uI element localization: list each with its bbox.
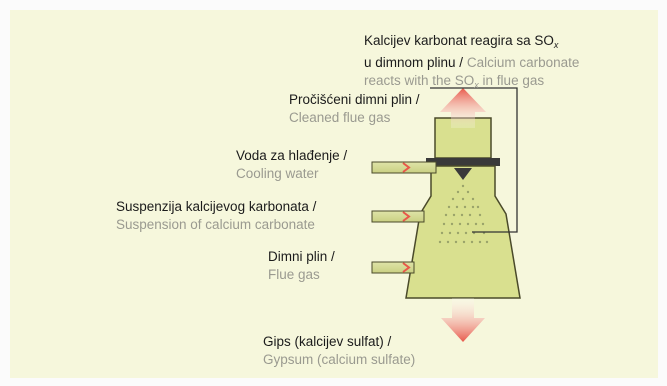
gypsum-label-hr: Gips (kalcijev sulfat) / (263, 334, 392, 349)
diagram-panel (10, 10, 658, 378)
cooling-water-label-hr: Voda za hlađenje / (236, 148, 348, 163)
reaction-label-en-sub: x (474, 80, 479, 90)
flue-gas-label: Dimni plin / Flue gas (268, 248, 335, 284)
cleaned-gas-label-en: Cleaned flue gas (289, 110, 391, 125)
cooling-water-pipe (371, 161, 437, 174)
suspension-label-en: Suspension of calcium carbonate (116, 217, 315, 232)
reaction-label-sub: x (553, 40, 559, 50)
reaction-label-hr-2: u dimnom plinu / (364, 55, 464, 70)
flue-gas-label-hr: Dimni plin / (268, 249, 335, 264)
suspension-label-hr: Suspenzija kalcijevog karbonata / (116, 199, 317, 214)
reaction-label-en: Calcium carbonate (466, 55, 580, 70)
cooling-water-label-en: Cooling water (236, 166, 319, 181)
tower-body (405, 165, 521, 299)
gypsum-label: Gips (kalcijev sulfat) / Gypsum (calcium… (263, 333, 415, 369)
spray-pattern (438, 184, 489, 244)
reaction-label-en-3: in flue gas (478, 73, 545, 88)
flue-gas-pipe (371, 261, 415, 274)
gypsum-arrow (441, 298, 485, 342)
cleaned-gas-arrow (440, 88, 486, 128)
suspension-label: Suspenzija kalcijevog karbonata / Suspen… (116, 198, 316, 234)
reaction-label-en-2: reacts with the SO (364, 73, 475, 88)
reaction-label-hr: Kalcijev karbonat reagira sa SO (364, 33, 554, 48)
suspension-pipe (371, 210, 425, 223)
gypsum-label-en: Gypsum (calcium sulfate) (263, 352, 416, 367)
cooling-water-label: Voda za hlađenje / Cooling water (236, 147, 347, 183)
reaction-leader-line (430, 87, 518, 233)
cooling-band (426, 158, 500, 166)
reaction-label: Kalcijev karbonat reagira sa SOx u dimno… (364, 32, 579, 94)
spray-nozzle (454, 168, 472, 180)
flue-gas-label-en: Flue gas (268, 267, 320, 282)
cleaned-gas-label-hr: Pročišćeni dimni plin / (289, 92, 420, 107)
cleaned-gas-label: Pročišćeni dimni plin / Cleaned flue gas (289, 91, 420, 127)
